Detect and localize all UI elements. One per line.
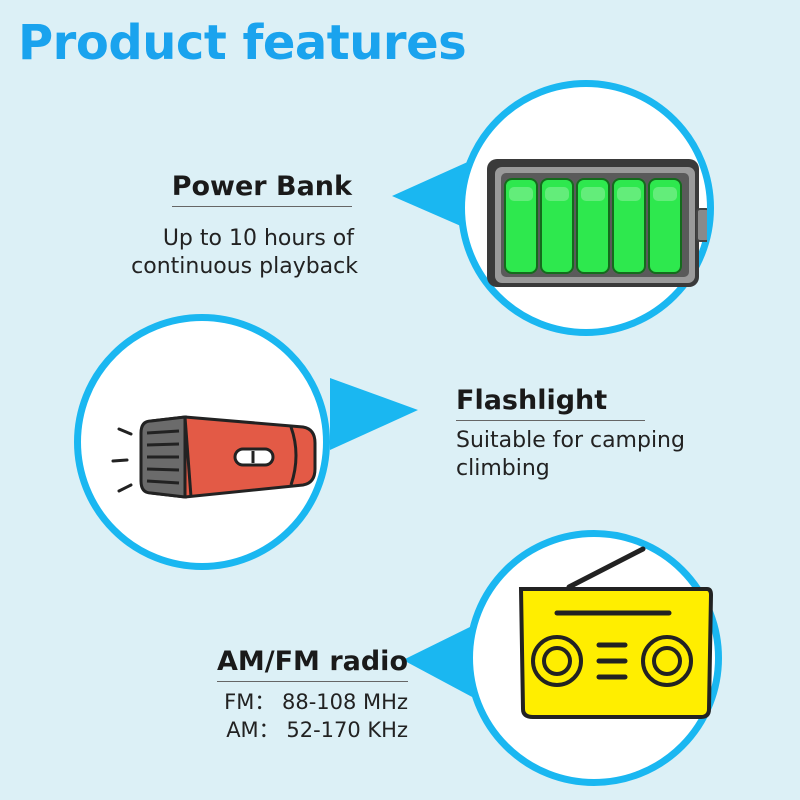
flashlight-bubble-tail — [330, 378, 418, 450]
flashlight-bubble — [74, 314, 330, 570]
radio-bubble — [466, 530, 722, 786]
power-bank-bubble — [458, 80, 714, 336]
flashlight-title: Flashlight — [456, 385, 646, 421]
fm-frequency: FM： 88-108 MHz — [224, 690, 408, 714]
am-frequency: AM： 52-170 KHz — [226, 718, 408, 742]
battery-icon — [487, 159, 707, 287]
page-title: Product features — [18, 15, 467, 71]
power-bank-title: Power Bank — [171, 171, 352, 207]
radio-spec-list: FM： 88-108 MHz AM： 52-170 KHz — [224, 688, 408, 744]
flashlight-desc-line2: climbing — [456, 456, 550, 481]
radio-icon — [518, 546, 714, 719]
power-bank-desc-line2: continuous playback — [131, 254, 358, 279]
power-bank-bubble-tail — [392, 160, 472, 230]
power-bank-desc-line1: Up to 10 hours of — [162, 226, 354, 251]
radio-bubble-tail — [403, 624, 476, 698]
radio-title: AM/FM radio — [216, 646, 408, 682]
flashlight-icon — [111, 415, 317, 499]
flashlight-desc-line1: Suitable for camping — [456, 428, 685, 453]
